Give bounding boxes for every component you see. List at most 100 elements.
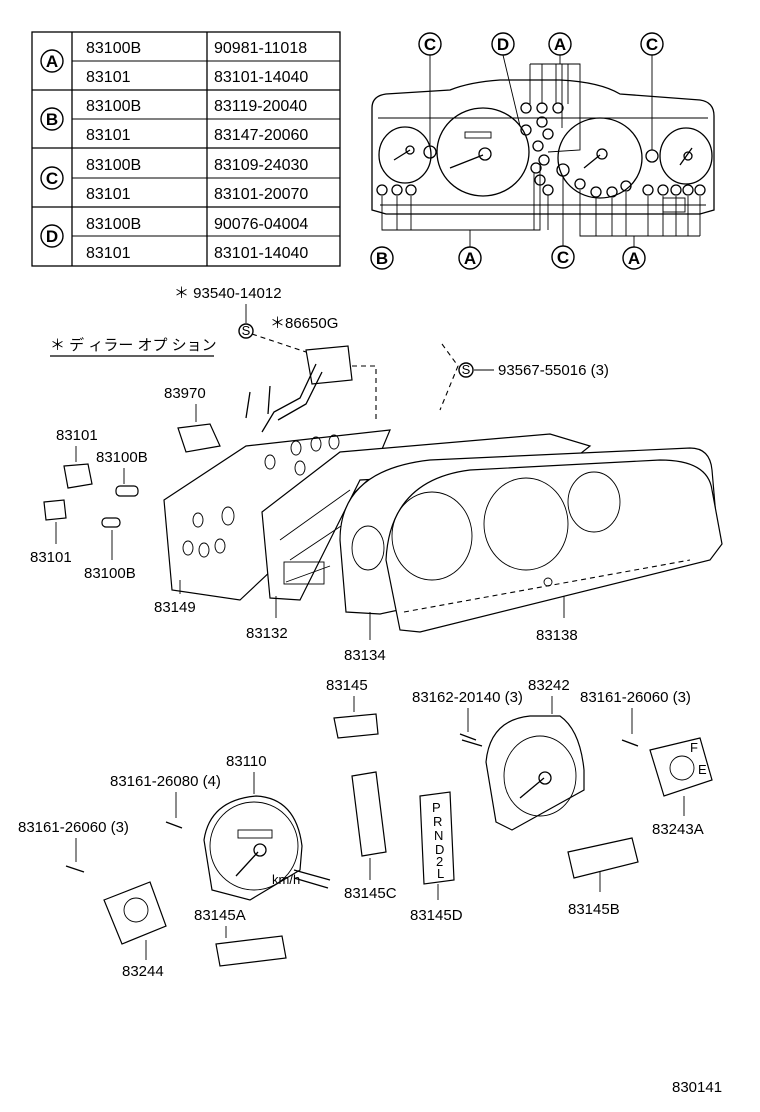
- table-cell: 83101: [86, 186, 131, 203]
- plate-83145b: [567, 837, 639, 879]
- screw-symbol: [238, 323, 254, 339]
- letter-d-circle: [40, 224, 64, 248]
- note-text: ＊ デ ィラー オプ ション: [50, 336, 217, 354]
- part-label-83134: 83134: [344, 647, 386, 664]
- table-cell: 90076-04004: [214, 216, 308, 233]
- circuit-holes: [182, 434, 340, 558]
- fuel-mark: E: [698, 762, 707, 777]
- table-row-d: D 83100B 90076-04004 83101 83101-14040: [40, 216, 308, 262]
- gear-char: D: [435, 842, 444, 857]
- gauge-83243a: [649, 737, 713, 797]
- table-cell: 83100B: [86, 216, 141, 233]
- gauge-parts: 83145 83162-20140 (3) 83242 83161-26060 …: [18, 677, 713, 980]
- diagram-number: 830141: [672, 1079, 722, 1096]
- exploded-assembly: ＊ 93540-14012 S ＊86650G S 93567-55016 (3…: [30, 285, 723, 664]
- gauge-83244: [103, 881, 167, 945]
- part-label-83161-26060: 83161-26060 (3): [580, 689, 691, 706]
- letter-a-circle: [40, 49, 64, 73]
- row-letter: B: [46, 110, 58, 129]
- row-letter: D: [46, 227, 58, 246]
- part-label-83100b: 83100B: [84, 565, 136, 582]
- row-letter: C: [46, 169, 58, 188]
- table-cell: 83101-14040: [214, 69, 308, 86]
- part-label-83110: 83110: [226, 753, 267, 770]
- part-label-83161-26080: 83161-26080 (4): [110, 773, 221, 790]
- callout-letter: B: [376, 249, 388, 268]
- table-cell: 83147-20060: [214, 127, 308, 144]
- part-label-83242: 83242: [528, 677, 570, 694]
- right-dial: [659, 127, 713, 185]
- mask-83138: [385, 459, 723, 633]
- table-cell: 83101: [86, 127, 131, 144]
- table-cell: 83101: [86, 69, 131, 86]
- bulb-socket-table: A 83100B 90981-11018 83101 83101-14040 B…: [31, 31, 341, 267]
- part-label-93540-14012: ＊ 93540-14012: [174, 285, 282, 302]
- part-label-83101: 83101: [30, 549, 72, 566]
- part-label-83145a: 83145A: [194, 907, 246, 924]
- part-label-83244: 83244: [122, 963, 164, 980]
- gear-char: R: [433, 814, 442, 829]
- fuel-mark: F: [690, 740, 698, 755]
- connector-83970: [177, 423, 221, 453]
- screw-mark: S: [242, 323, 251, 338]
- table-cell: 90981-11018: [214, 40, 307, 57]
- part-label-83145d: 83145D: [410, 907, 463, 924]
- part-label-83145: 83145: [326, 677, 368, 694]
- part-label-83162-20140: 83162-20140 (3): [412, 689, 523, 706]
- dealer-option-note: ＊ デ ィラー オプ ション: [50, 336, 217, 357]
- callout-letter: A: [464, 249, 476, 268]
- gear-char: 2: [436, 854, 443, 869]
- screw-symbol: [458, 362, 474, 378]
- socket-83101: [43, 499, 67, 521]
- table-row-b: B 83100B 83119-20040 83101 83147-20060: [40, 98, 308, 144]
- harness-connector: [305, 345, 353, 385]
- part-label-83161-26060: 83161-26060 (3): [18, 819, 129, 836]
- row-letter: A: [46, 52, 58, 71]
- part-label-83243a: 83243A: [652, 821, 704, 838]
- callout-letter: A: [628, 249, 640, 268]
- bulb-83100b: [115, 485, 139, 497]
- table-row-c: C 83100B 83109-24030 83101 83101-20070: [40, 157, 308, 203]
- table-row-a: A 83100B 90981-11018 83101 83101-14040: [40, 40, 308, 86]
- part-label-83149: 83149: [154, 599, 196, 616]
- socket-83101: [63, 463, 93, 489]
- plate-83145: [333, 713, 379, 739]
- part-label-83101: 83101: [56, 427, 98, 444]
- part-label-93567-55016: 93567-55016 (3): [498, 362, 609, 379]
- callout-letter: A: [554, 35, 566, 54]
- part-label-83145c: 83145C: [344, 885, 397, 902]
- table-cell: 83101: [86, 245, 131, 262]
- plate-83145a: [215, 935, 287, 967]
- bulb-sockets: [376, 102, 706, 198]
- part-label-83100b: 83100B: [96, 449, 148, 466]
- part-label-83145b: 83145B: [568, 901, 620, 918]
- plate-83145d: [419, 791, 455, 885]
- gear-char: N: [434, 828, 443, 843]
- callout-leaders: [381, 54, 701, 248]
- table-cell: 83109-24030: [214, 157, 308, 174]
- tachometer-dial: [557, 117, 643, 199]
- cluster-front-view: C D A C B A C A: [370, 32, 715, 270]
- left-dial: [378, 126, 432, 184]
- part-label-83132: 83132: [246, 625, 288, 642]
- speedometer-dial: [436, 107, 530, 197]
- callout-letter: C: [557, 248, 569, 267]
- table-cell: 83101-14040: [214, 245, 308, 262]
- callout-letter: C: [646, 35, 658, 54]
- plate-83145c: [351, 771, 387, 857]
- letter-b-circle: [40, 107, 64, 131]
- gear-char: L: [437, 866, 444, 881]
- table-cell: 83100B: [86, 157, 141, 174]
- letter-c-circle: [40, 166, 64, 190]
- callout-letters: C D A C B A C A: [370, 32, 664, 270]
- gear-indicator: P R N D 2 L: [432, 800, 444, 881]
- tachometer-83242: [485, 715, 585, 831]
- callout-letter: C: [424, 35, 436, 54]
- table-cell: 83100B: [86, 40, 141, 57]
- part-label-83970: 83970: [164, 385, 206, 402]
- table-cell: 83101-20070: [214, 186, 308, 203]
- part-label-83138: 83138: [536, 627, 578, 644]
- table-cell: 83100B: [86, 98, 141, 115]
- screw-mark: S: [462, 362, 471, 377]
